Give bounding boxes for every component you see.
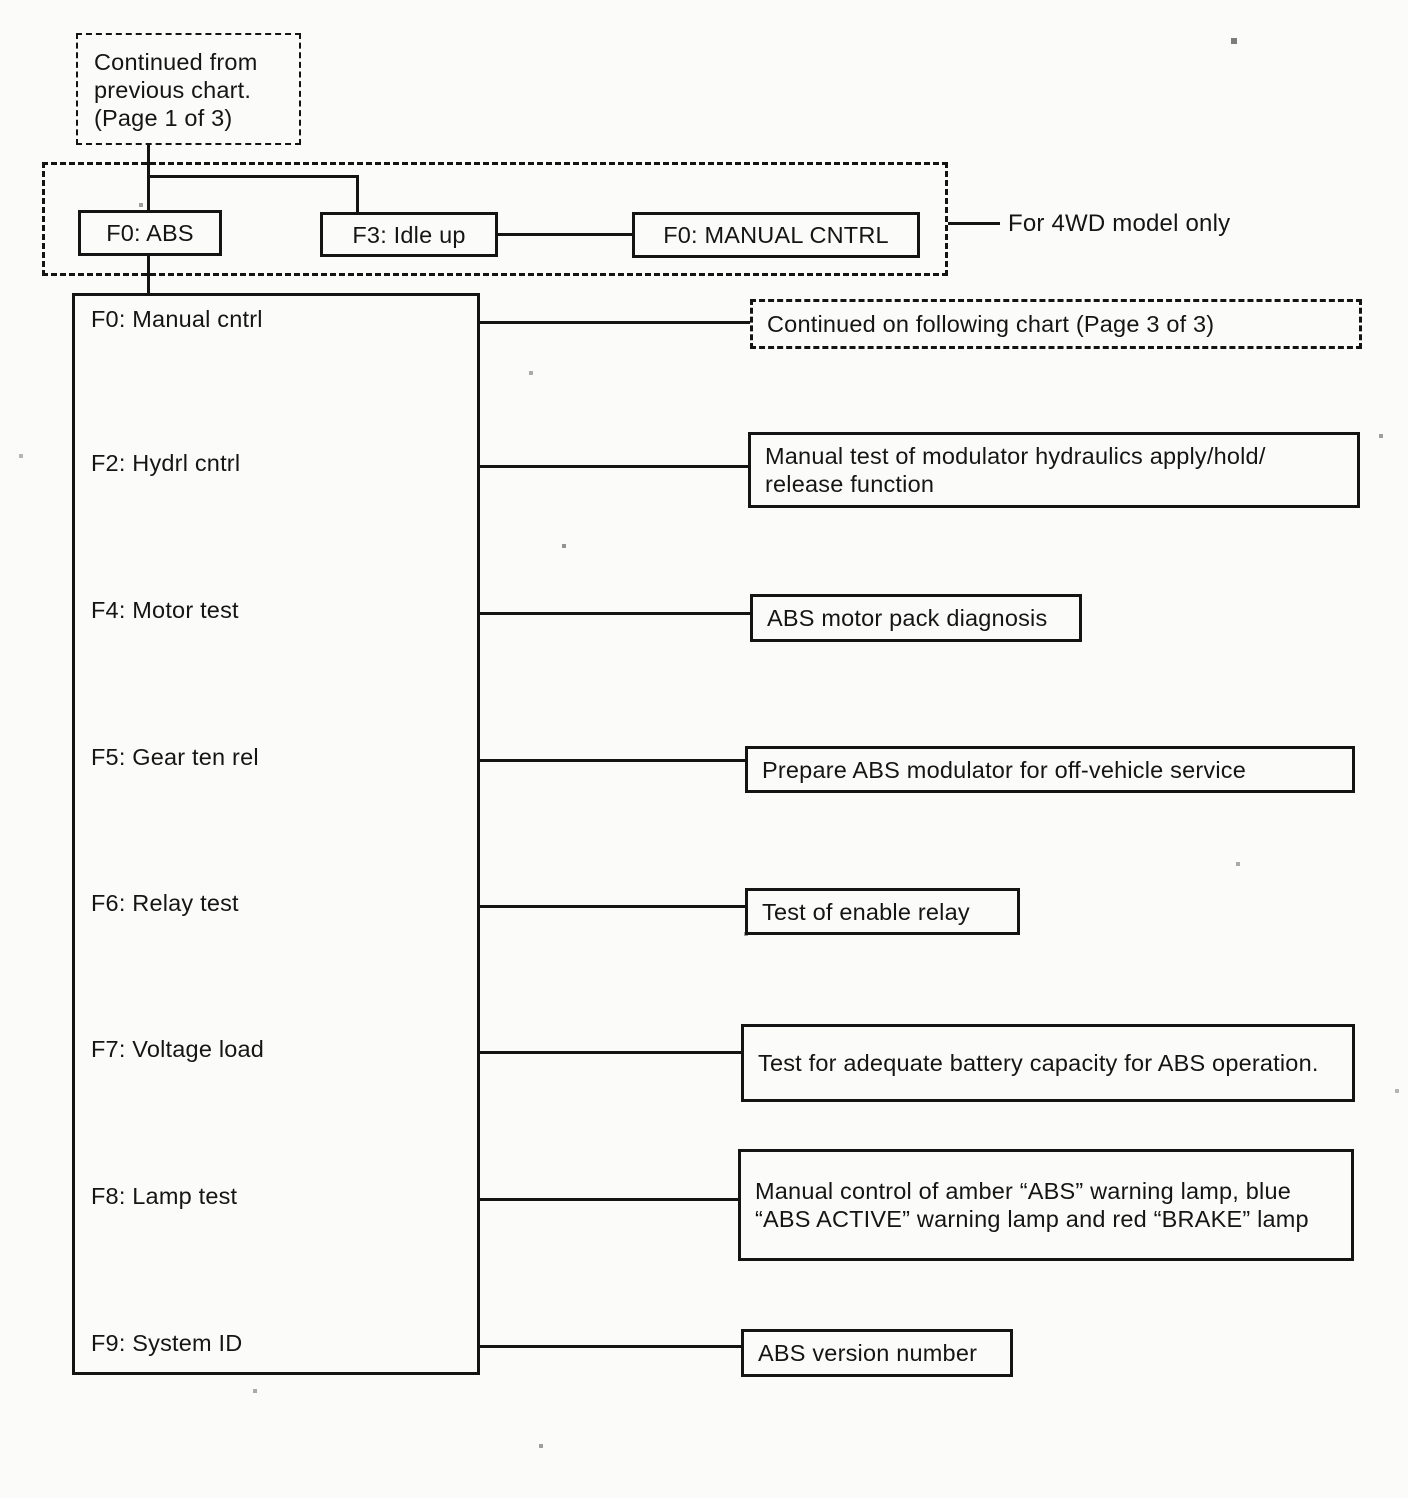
desc-f5-gear-ten-rel: Prepare ABS modulator for off-vehicle se… — [745, 746, 1355, 793]
scan-noise — [0, 0, 2, 2]
connector-line — [478, 759, 747, 762]
connector-line — [478, 465, 750, 468]
menu-item-f2: F2: Hydrl cntrl — [91, 450, 241, 476]
connector-line — [948, 222, 1000, 225]
menu-item-f8: F8: Lamp test — [91, 1183, 238, 1209]
connector-line — [356, 175, 359, 213]
menu-item-f7: F7: Voltage load — [91, 1036, 265, 1062]
menu-item-f4: F4: Motor test — [91, 597, 239, 623]
desc-f2-hydrl-cntrl: Manual test of modulator hydraulics appl… — [748, 432, 1360, 508]
connector-line — [147, 145, 150, 211]
model-note-label: For 4WD model only — [1008, 210, 1231, 237]
desc-f7-voltage-load: Test for adequate battery capacity for A… — [741, 1024, 1355, 1102]
connector-line — [478, 1198, 740, 1201]
menu-item-f6: F6: Relay test — [91, 890, 239, 916]
continued-from-note: Continued from previous chart. (Page 1 o… — [76, 33, 301, 145]
node-f0-abs-label: F0: ABS — [106, 220, 194, 246]
desc-f8-lamp-test: Manual control of amber “ABS” warning la… — [738, 1149, 1354, 1261]
desc-f5-text: Prepare ABS modulator for off-vehicle se… — [762, 756, 1247, 783]
connector-line — [147, 175, 359, 178]
node-f3-idle-up: F3: Idle up — [320, 212, 498, 257]
continued-on-text: Continued on following chart (Page 3 of … — [767, 311, 1215, 337]
node-f0-manual-cntrl: F0: MANUAL CNTRL — [632, 212, 920, 258]
desc-f4-text: ABS motor pack diagnosis — [767, 605, 1048, 631]
desc-f2-text: Manual test of modulator hydraulics appl… — [765, 443, 1266, 497]
connector-line — [478, 612, 752, 615]
desc-f7-text: Test for adequate battery capacity for A… — [758, 1050, 1319, 1076]
node-f3-idle-up-label: F3: Idle up — [352, 221, 466, 248]
desc-f6-text: Test of enable relay — [762, 898, 970, 925]
connector-line — [478, 321, 752, 324]
desc-f4-motor-test: ABS motor pack diagnosis — [750, 594, 1082, 642]
menu-item-f5: F5: Gear ten rel — [91, 744, 259, 770]
function-menu-box — [72, 293, 480, 1375]
connector-line — [498, 233, 632, 236]
connector-line — [478, 1345, 743, 1348]
menu-item-f0: F0: Manual cntrl — [91, 306, 263, 332]
desc-f6-relay-test: Test of enable relay — [745, 888, 1020, 935]
desc-f9-text: ABS version number — [758, 1340, 978, 1366]
connector-line — [147, 256, 150, 295]
connector-line — [478, 1051, 743, 1054]
node-f0-abs: F0: ABS — [78, 210, 222, 256]
menu-item-f9: F9: System ID — [91, 1330, 243, 1356]
node-f0-manual-cntrl-label: F0: MANUAL CNTRL — [663, 222, 889, 248]
continued-from-text: Continued from previous chart. (Page 1 o… — [94, 49, 258, 131]
desc-f8-text: Manual control of amber “ABS” warning la… — [755, 1178, 1309, 1232]
continued-on-note: Continued on following chart (Page 3 of … — [750, 299, 1362, 349]
desc-f9-system-id: ABS version number — [741, 1329, 1013, 1377]
connector-line — [478, 905, 747, 908]
group-4wd-container — [42, 162, 948, 276]
